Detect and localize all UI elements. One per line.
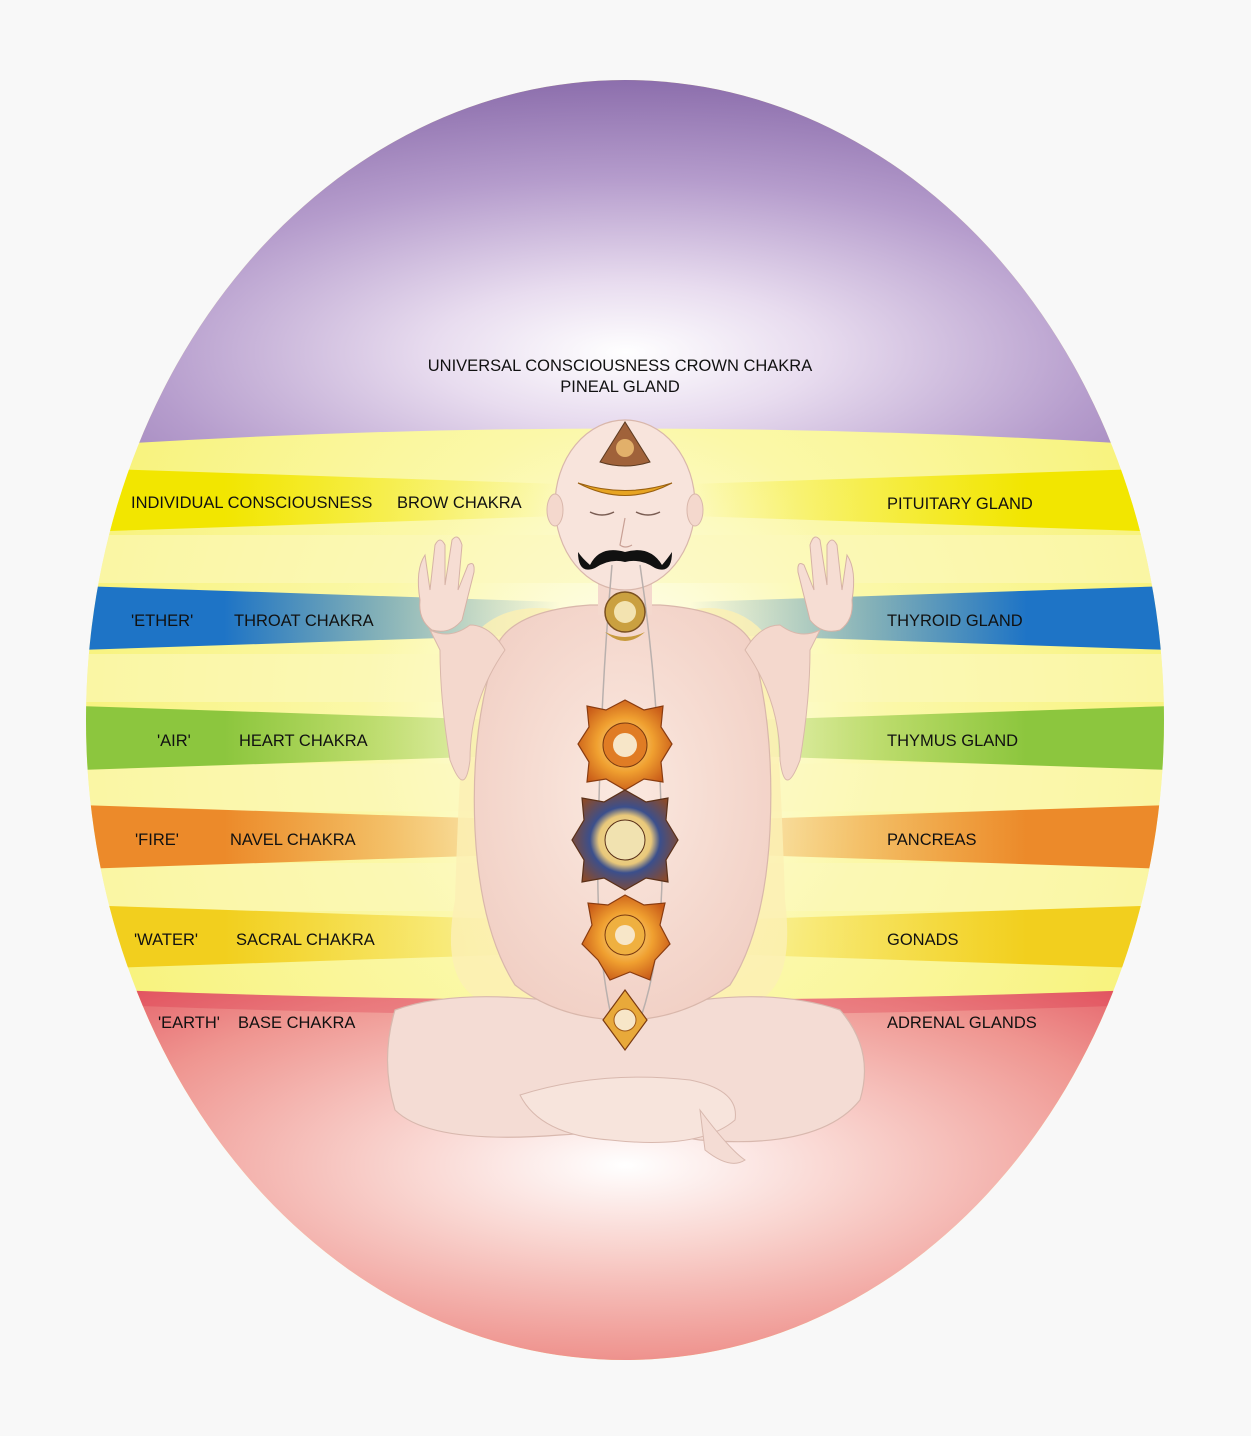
heart-element-label: 'AIR': [157, 732, 191, 750]
crown-label-line1: UNIVERSAL CONSCIOUSNESS CROWN CHAKRA: [428, 357, 812, 375]
brow-element-label: INDIVIDUAL CONSCIOUSNESS: [131, 494, 372, 512]
heart-chakra-label: HEART CHAKRA: [239, 732, 368, 750]
sacral-chakra-label: SACRAL CHAKRA: [236, 931, 375, 949]
throat-chakra-label: THROAT CHAKRA: [234, 612, 374, 630]
brow-chakra-label: BROW CHAKRA: [397, 494, 522, 512]
heart-gland-label: THYMUS GLAND: [887, 732, 1018, 750]
throat-gland-label: THYROID GLAND: [887, 612, 1023, 630]
crown-center: [616, 439, 634, 457]
sacral-gland-label: GONADS: [887, 931, 959, 949]
base-chakra-label: BASE CHAKRA: [238, 1014, 355, 1032]
heart-chakra-icon: [578, 700, 672, 790]
right-ear: [687, 494, 703, 526]
brow-gland-label: PITUITARY GLAND: [887, 495, 1033, 513]
navel-gland-label: PANCREAS: [887, 831, 977, 849]
throat-element-label: 'ETHER': [131, 612, 193, 630]
sacral-element-label: 'WATER': [134, 931, 198, 949]
crown-label-line2: PINEAL GLAND: [560, 378, 680, 396]
base-gland-label: ADRENAL GLANDS: [887, 1014, 1037, 1032]
base-element-label: 'EARTH': [158, 1014, 220, 1032]
navel-chakra-icon: [572, 790, 678, 890]
navel-element-label: 'FIRE': [135, 831, 179, 849]
navel-chakra-label: NAVEL CHAKRA: [230, 831, 356, 849]
left-ear: [547, 494, 563, 526]
